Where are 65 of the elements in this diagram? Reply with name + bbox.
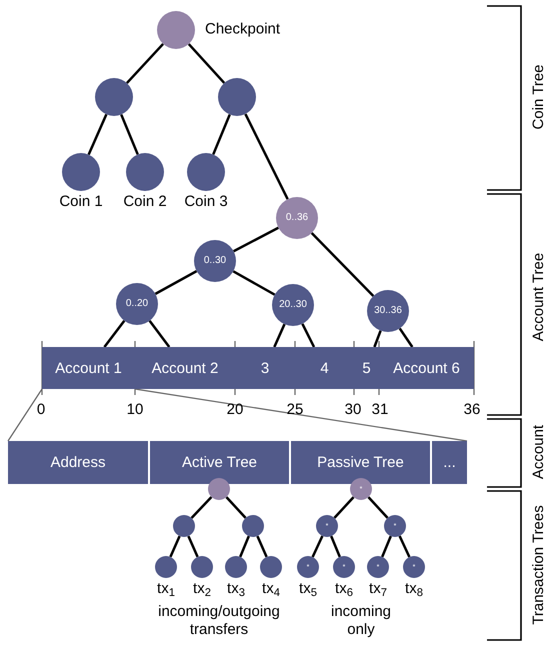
segment-box: 4	[295, 347, 354, 389]
connector-line	[212, 114, 231, 155]
node-caption: tx$_{3}$	[227, 580, 245, 599]
segment-box: Account 1	[42, 347, 135, 389]
connector-line	[8, 388, 42, 442]
node-caption: Coin 3	[184, 193, 228, 212]
node-caption: Checkpoint	[205, 20, 280, 40]
connector-line	[103, 320, 126, 348]
scale-number: 36	[464, 401, 480, 419]
scale-number: 30	[344, 401, 362, 419]
connector-line	[226, 496, 246, 519]
connector-line	[244, 113, 289, 200]
scale-number: 10	[126, 401, 144, 419]
connector-line	[381, 536, 392, 558]
connector-line	[368, 496, 388, 519]
scale-number: 20	[226, 401, 244, 419]
node-caption: tx$_{6}$	[335, 580, 353, 599]
connector-line	[187, 536, 199, 558]
connector-line	[88, 114, 108, 156]
connector-line	[126, 43, 164, 84]
section-label: Account Tree	[530, 252, 548, 342]
connector-line	[232, 270, 276, 296]
connector-line	[301, 323, 316, 348]
connector-line	[334, 496, 354, 519]
connector-line	[398, 328, 414, 348]
connector-line	[134, 388, 468, 442]
connector-line	[239, 536, 250, 558]
section-label: Transaction Trees	[530, 505, 548, 625]
segment-box: Account 6	[379, 347, 474, 389]
segment-box: ...	[432, 441, 467, 484]
connector-line	[330, 536, 341, 558]
node-caption: tx$_{1}$	[157, 580, 175, 599]
scale-number: 31	[372, 401, 388, 419]
connector-line	[312, 535, 324, 558]
note-text: incoming/outgoing transfers	[157, 603, 281, 639]
node-caption: tx$_{8}$	[405, 580, 423, 599]
connector-line	[169, 536, 181, 558]
connector-line	[148, 320, 170, 348]
node-caption: Coin 1	[59, 193, 103, 212]
connector-line	[120, 114, 139, 155]
segment-box: Account 2	[135, 347, 235, 389]
section-label: Account	[530, 424, 548, 480]
scale-number: 0	[36, 401, 46, 419]
section-label: Coin Tree	[530, 64, 548, 130]
node-caption: tx$_{7}$	[369, 580, 387, 599]
segment-box: 3	[235, 347, 295, 389]
node-caption: tx$_{4}$	[262, 580, 280, 599]
connector-line	[256, 536, 268, 558]
scale-number: 25	[286, 401, 304, 419]
connector-line	[398, 535, 410, 558]
connector-line	[273, 324, 286, 348]
connector-line	[190, 496, 212, 519]
connector-line	[310, 232, 374, 297]
note-text: incoming only	[330, 603, 392, 639]
connector-line	[233, 226, 279, 252]
segment-box: Passive Tree	[291, 441, 430, 484]
node-caption: tx$_{2}$	[193, 580, 211, 599]
connector-line	[373, 330, 382, 348]
connector-line	[154, 270, 198, 295]
node-caption: Coin 2	[123, 193, 167, 212]
connector-line	[188, 43, 226, 84]
segment-box: Address	[8, 441, 148, 484]
node-caption: tx$_{5}$	[299, 580, 317, 599]
segment-box: Active Tree	[150, 441, 289, 484]
segment-box: 5	[354, 347, 379, 389]
